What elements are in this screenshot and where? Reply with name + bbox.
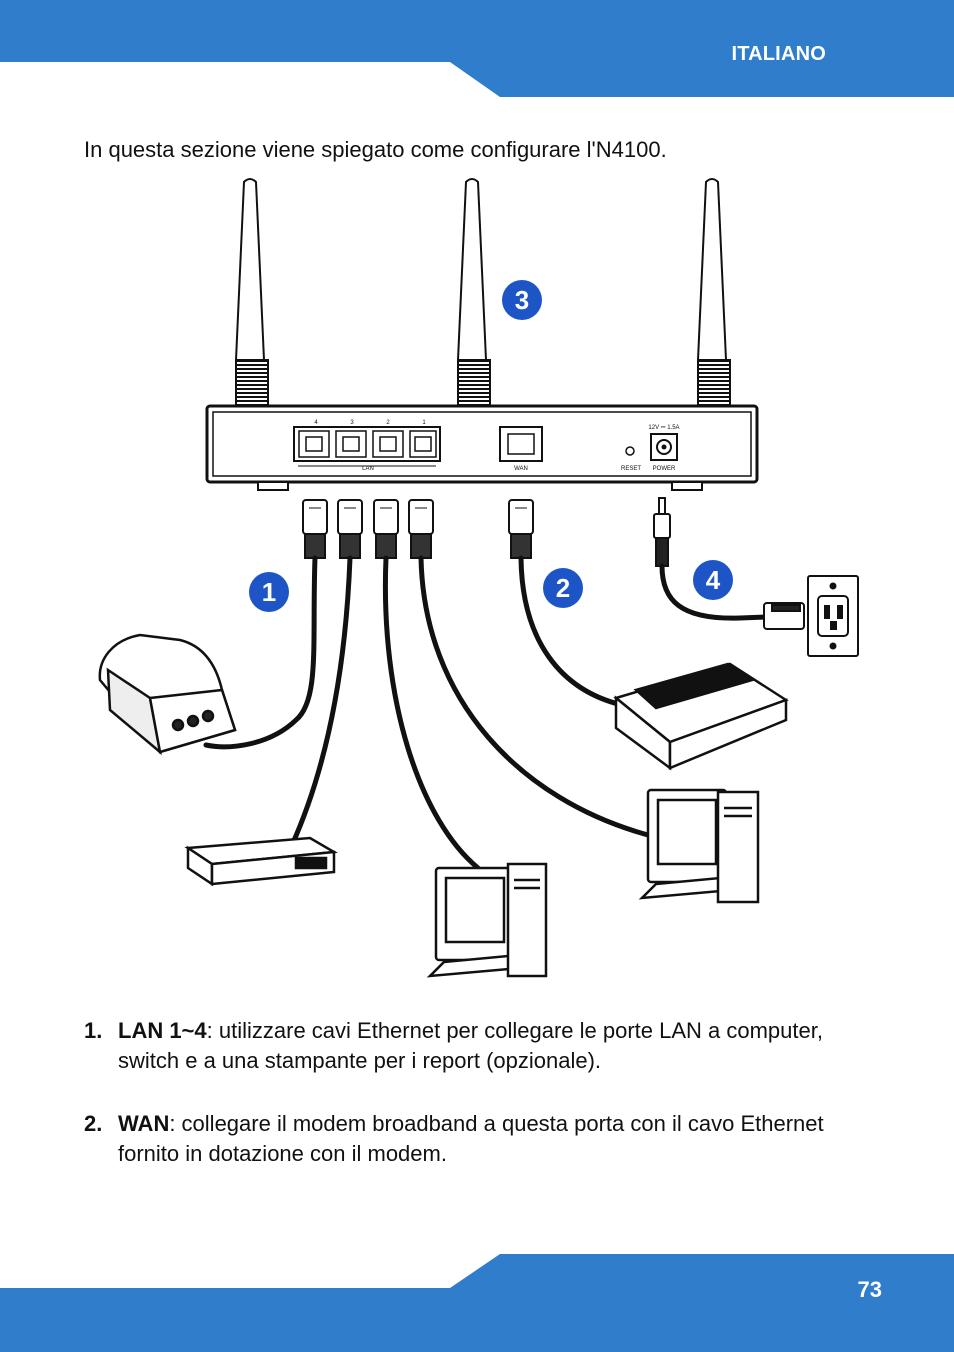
instruction-list: 1. LAN 1~4: utilizzare cavi Ethernet per… (84, 1016, 864, 1202)
list-item-number: 1. (84, 1018, 103, 1043)
header-band (0, 0, 954, 97)
list-item-body: WAN: collegare il modem broadband a ques… (118, 1109, 864, 1169)
section-language-label: ITALIANO (731, 43, 826, 65)
lan-port-label-2: 2 (386, 420, 390, 426)
modem-icon (613, 662, 789, 771)
footer-band (0, 1254, 954, 1352)
svg-text:2: 2 (556, 573, 570, 603)
svg-text:3: 3 (515, 285, 529, 315)
switch-icon (184, 836, 338, 887)
lan-group-label: LAN (362, 466, 374, 472)
printer-icon (98, 633, 237, 756)
computer-icon-1 (426, 862, 548, 978)
router-back-panel: 4 3 2 1 LAN WAN RESET POWER 12V ⎓ 1.5A (205, 404, 759, 491)
lan-port-label-3: 3 (350, 420, 354, 426)
computer-icon-2 (638, 788, 760, 904)
ethernet-plugs (302, 499, 534, 559)
power-rating-label: 12V ⎓ 1.5A (648, 425, 679, 431)
list-item: 2. WAN: collegare il modem broadband a q… (84, 1109, 864, 1169)
power-label: POWER (653, 466, 676, 472)
intro-paragraph: In questa sezione viene spiegato come co… (84, 137, 667, 162)
list-item-number: 2. (84, 1111, 103, 1136)
lan-port-label-1: 1 (422, 420, 426, 426)
list-item: 1. LAN 1~4: utilizzare cavi Ethernet per… (84, 1016, 864, 1076)
callout-4: 4 (693, 560, 733, 600)
lan-port-label-4: 4 (314, 420, 318, 426)
wall-outlet (763, 575, 859, 657)
list-item-term: LAN 1~4 (118, 1018, 207, 1043)
list-item-text: : collegare il modem broadband a questa … (118, 1111, 824, 1166)
page-number: 73 (857, 1277, 882, 1302)
svg-text:4: 4 (706, 565, 721, 595)
callout-3: 3 (502, 280, 542, 320)
list-item-body: LAN 1~4: utilizzare cavi Ethernet per co… (118, 1016, 864, 1076)
list-item-term: WAN (118, 1111, 170, 1136)
callout-1: 1 (249, 572, 289, 612)
cables (203, 555, 771, 871)
connection-diagram: 4 3 2 1 LAN WAN RESET POWER 12V ⎓ 1.5A (98, 178, 859, 978)
wan-port-label: WAN (514, 466, 528, 472)
power-plug (653, 497, 671, 567)
reset-label: RESET (621, 466, 641, 472)
list-item-text: : utilizzare cavi Ethernet per collegare… (118, 1018, 823, 1073)
callout-2: 2 (543, 568, 583, 608)
svg-text:1: 1 (262, 577, 276, 607)
